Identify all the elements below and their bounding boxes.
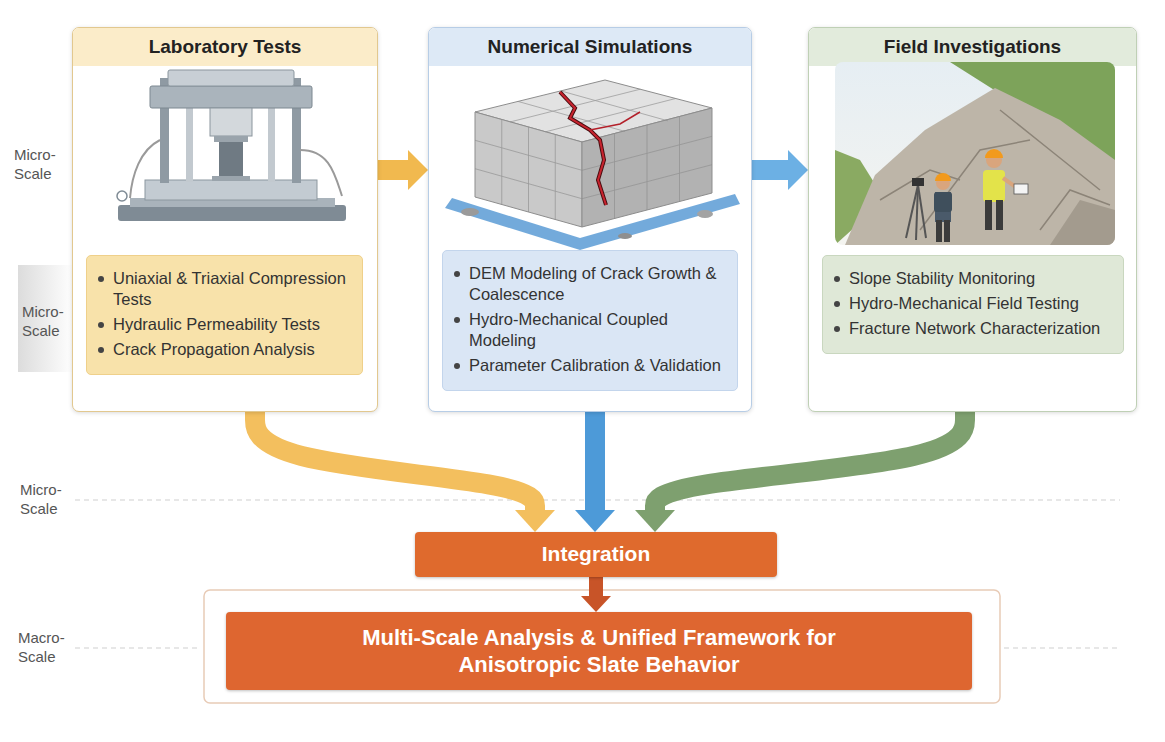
- bullet-row: Fracture Network Characterization: [823, 318, 1117, 339]
- arrow-head: [408, 150, 428, 190]
- framework-box: Multi-Scale Analysis & Unified Framework…: [226, 612, 972, 690]
- bullet-text: DEM Modeling of Crack Growth & Coalescen…: [469, 263, 731, 305]
- bullet-row: Parameter Calibration & Validation: [443, 355, 731, 376]
- bullet-dot: [98, 276, 104, 282]
- method-list: DEM Modeling of Crack Growth & Coalescen…: [442, 250, 738, 391]
- box-title: Integration: [542, 541, 651, 567]
- bullet-text: Hydro-Mechanical Coupled Modeling: [469, 309, 731, 351]
- bullet-text: Hydro-Mechanical Field Testing: [849, 293, 1117, 314]
- bullet-dot: [454, 317, 460, 323]
- flow-arrow: [635, 412, 965, 532]
- bullet-row: Hydraulic Permeability Tests: [87, 314, 356, 335]
- panel-title: Numerical Simulations: [488, 36, 693, 58]
- method-list: Uniaxial & Triaxial Compression TestsHyd…: [86, 255, 363, 375]
- flow-arrow: [752, 150, 808, 190]
- bullet-row: Hydro-Mechanical Field Testing: [823, 293, 1117, 314]
- bullet-row: Hydro-Mechanical Coupled Modeling: [443, 309, 731, 351]
- bullet-text: Crack Propagation Analysis: [113, 339, 356, 360]
- panel-header: Field Investigations: [809, 28, 1136, 66]
- integration-box: Integration: [415, 532, 777, 577]
- bullet-dot: [834, 301, 840, 307]
- panel-header: Numerical Simulations: [429, 28, 751, 66]
- framework-frame: [204, 590, 1000, 703]
- bullet-row: DEM Modeling of Crack Growth & Coalescen…: [443, 263, 731, 305]
- scale-label: Micro-Scale: [20, 480, 74, 518]
- arrow-head: [581, 596, 611, 612]
- arrow-shaft: [255, 412, 535, 510]
- arrow-shaft: [585, 412, 605, 510]
- bullet-row: Uniaxial & Triaxial Compression Tests: [87, 268, 356, 310]
- bullet-row: Crack Propagation Analysis: [87, 339, 356, 360]
- panel-header: Laboratory Tests: [73, 28, 377, 66]
- bullet-dot: [834, 276, 840, 282]
- bullet-text: Hydraulic Permeability Tests: [113, 314, 356, 335]
- scale-label: Micro-Scale: [14, 145, 68, 183]
- scale-divider: [1004, 647, 1120, 648]
- flow-arrow: [575, 412, 615, 532]
- bullet-text: Parameter Calibration & Validation: [469, 355, 731, 376]
- lab-tests-panel: Laboratory TestsUniaxial & Triaxial Comp…: [72, 27, 378, 412]
- scale-divider: [75, 647, 200, 648]
- flow-arrow: [581, 577, 611, 612]
- flow-arrow: [255, 412, 555, 532]
- arrow-head: [575, 510, 615, 532]
- arrow-shaft: [589, 577, 603, 596]
- flow-arrow: [378, 150, 428, 190]
- arrow-head: [788, 150, 808, 190]
- bullet-row: Slope Stability Monitoring: [823, 268, 1117, 289]
- bullet-dot: [454, 271, 460, 277]
- scale-label: Micro-Scale: [22, 302, 76, 340]
- scale-label: Macro-Scale: [18, 628, 76, 666]
- simulations-panel: Numerical SimulationsDEM Modeling of Cra…: [428, 27, 752, 412]
- panel-title: Field Investigations: [884, 36, 1061, 58]
- arrow-head: [635, 510, 675, 532]
- bullet-dot: [98, 347, 104, 353]
- panel-title: Laboratory Tests: [149, 36, 302, 58]
- arrow-shaft: [655, 412, 965, 510]
- bullet-text: Uniaxial & Triaxial Compression Tests: [113, 268, 356, 310]
- method-list: Slope Stability MonitoringHydro-Mechanic…: [822, 255, 1124, 354]
- bullet-dot: [834, 326, 840, 332]
- field-panel: Field InvestigationsSlope Stability Moni…: [808, 27, 1137, 412]
- arrow-shaft: [752, 160, 788, 180]
- box-title: Multi-Scale Analysis & Unified Framework…: [326, 624, 872, 679]
- bullet-dot: [454, 363, 460, 369]
- arrow-shaft: [378, 160, 408, 180]
- bullet-dot: [98, 322, 104, 328]
- arrow-head: [515, 510, 555, 532]
- bullet-text: Slope Stability Monitoring: [849, 268, 1117, 289]
- bullet-text: Fracture Network Characterization: [849, 318, 1117, 339]
